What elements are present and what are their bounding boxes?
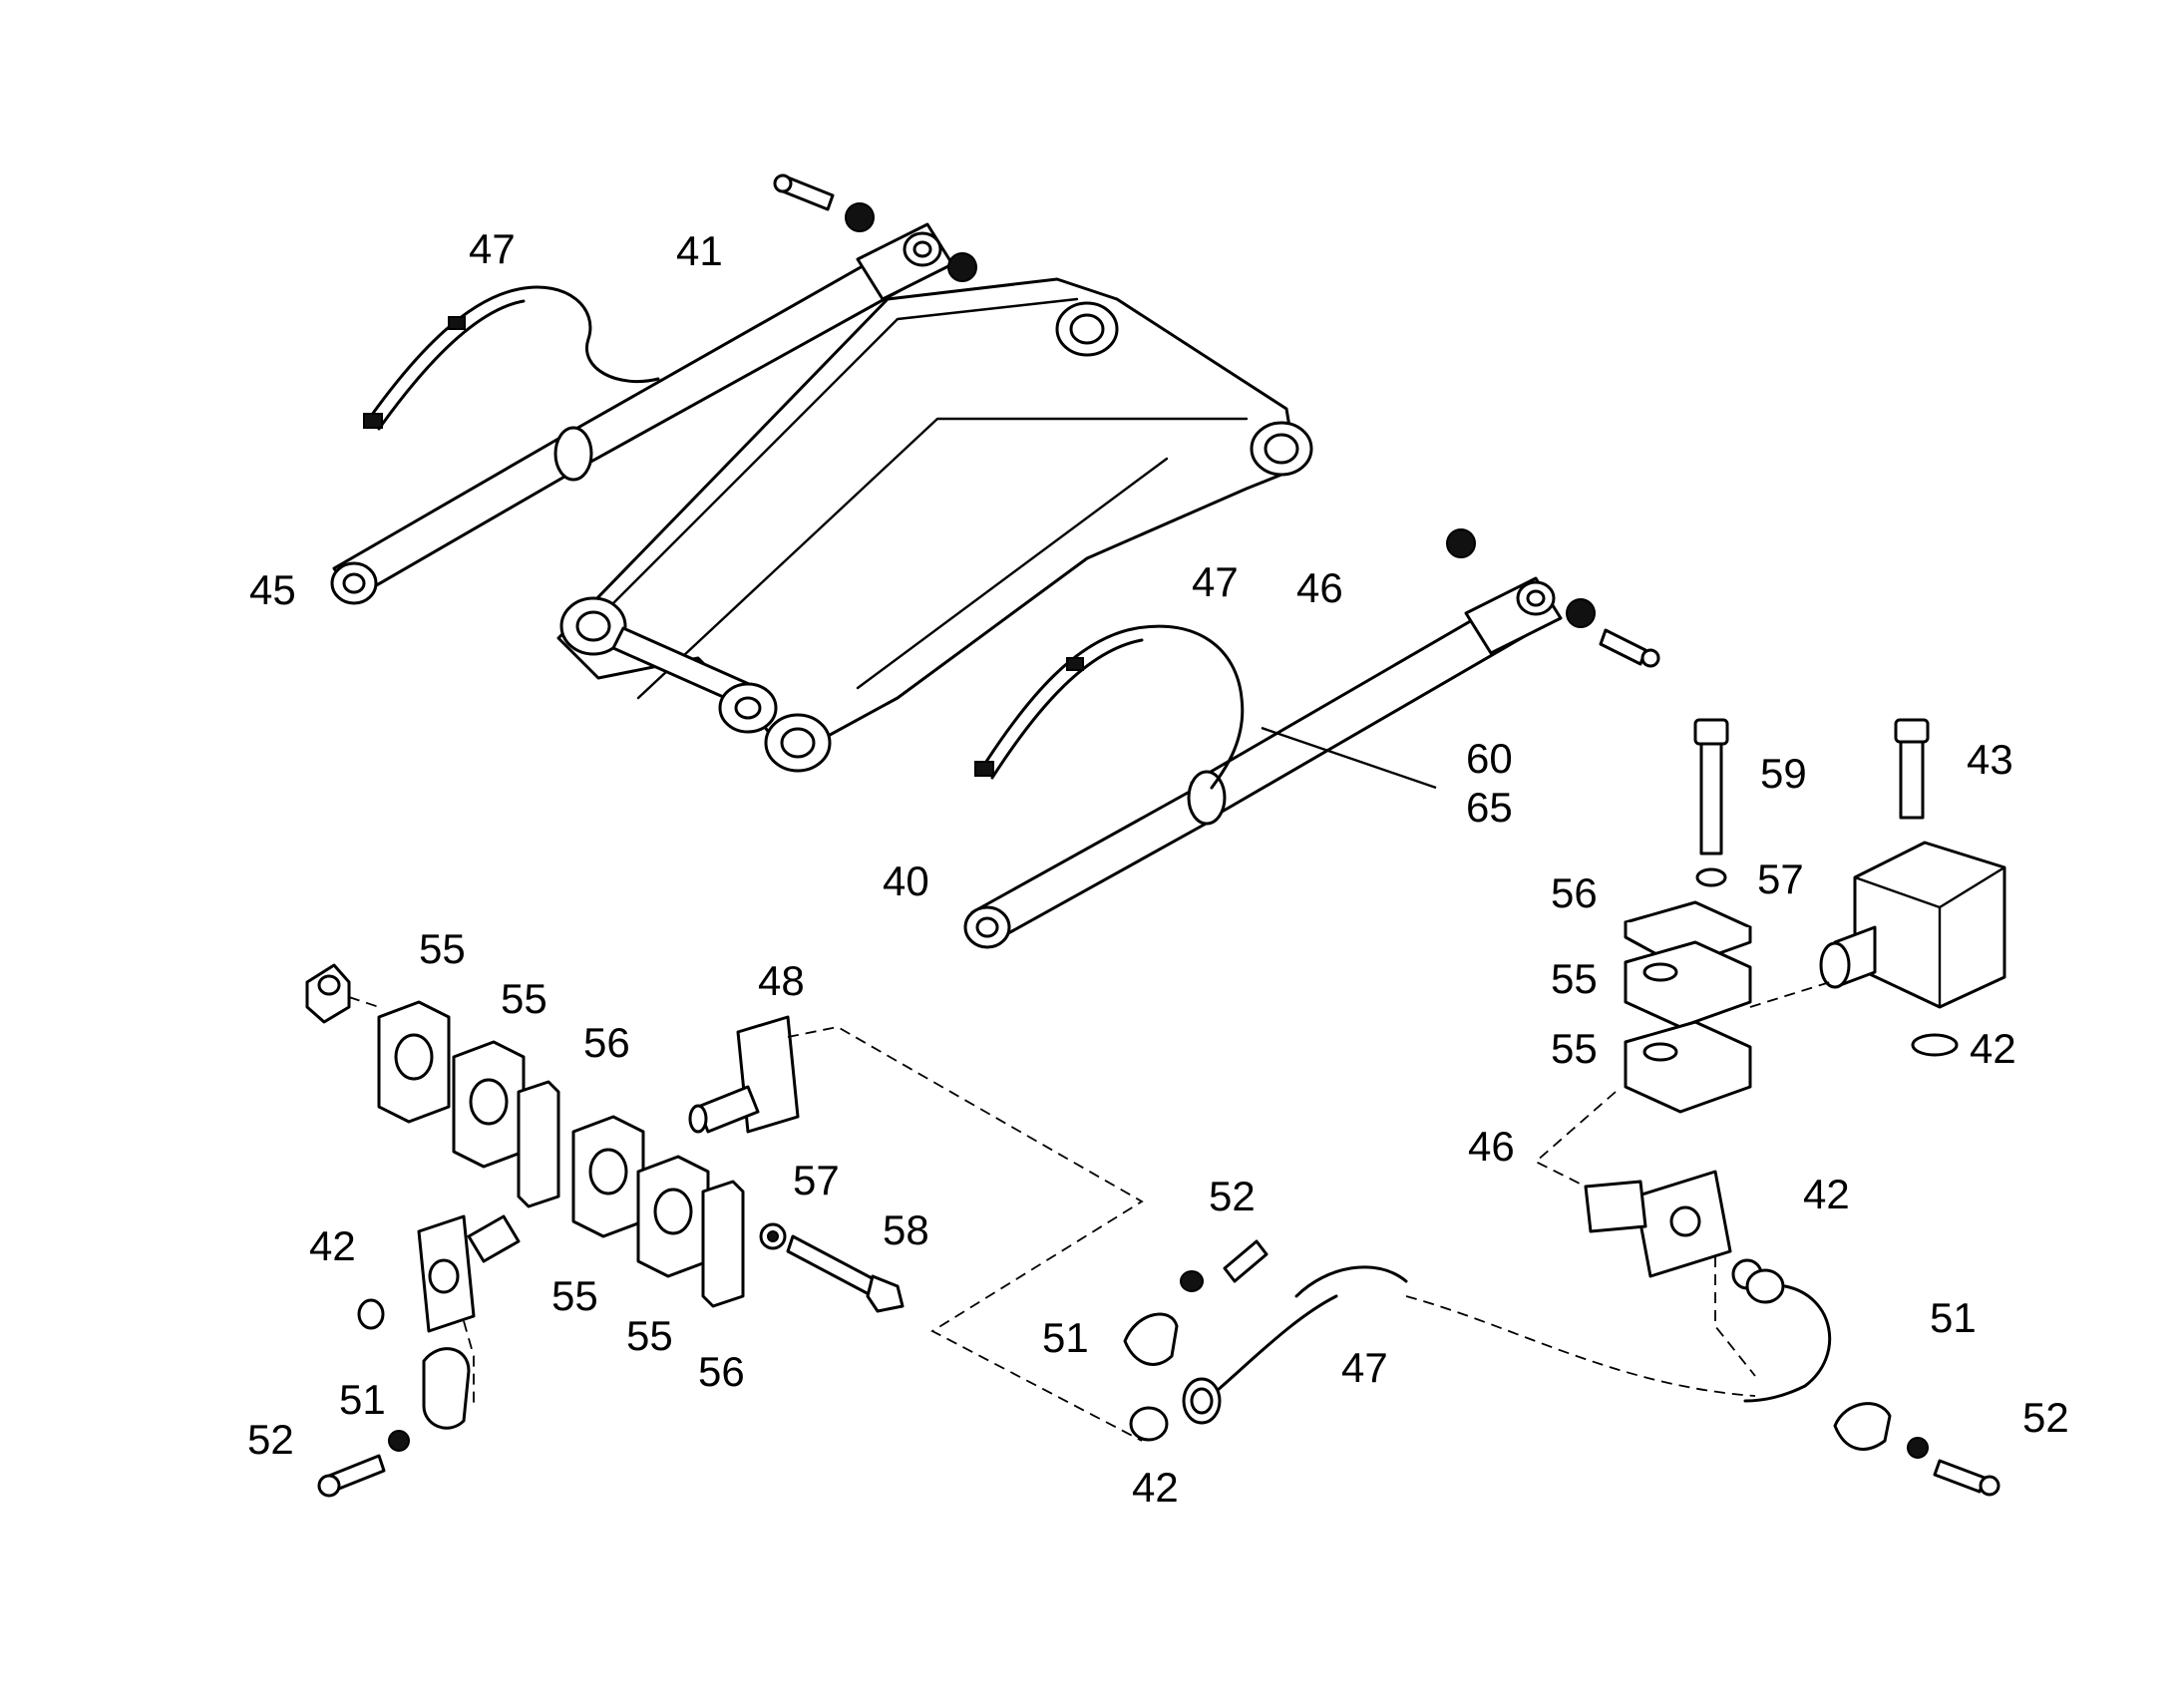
callout-47a: 47 xyxy=(469,225,516,272)
bolt-59 xyxy=(1693,718,1729,887)
callout-52a: 52 xyxy=(2022,1394,2069,1441)
clamp-block-55a xyxy=(377,1000,451,1124)
callout-52c: 52 xyxy=(1209,1173,1256,1219)
callout-47b: 47 xyxy=(1192,558,1239,605)
elbow-hose-right xyxy=(1743,1268,1832,1403)
callout-47c: 47 xyxy=(1341,1344,1388,1391)
sensor-wire-upper xyxy=(363,285,660,431)
callout-42a: 42 xyxy=(1970,1025,2016,1072)
callout-55c: 55 xyxy=(419,925,466,972)
callout-51b: 51 xyxy=(339,1376,386,1423)
callout-55f: 55 xyxy=(626,1312,673,1359)
callout-57a: 57 xyxy=(1757,855,1804,902)
dashed-line-clamp-valve xyxy=(1749,981,1831,1008)
callout-55d: 55 xyxy=(501,975,547,1022)
hydraulic-cylinder-upper xyxy=(330,222,954,605)
clamp-half-lower-55 xyxy=(1624,1020,1752,1114)
callout-42d: 42 xyxy=(1132,1464,1179,1511)
dashed-line-center-right xyxy=(1405,1295,1756,1397)
callout-59: 59 xyxy=(1760,750,1807,797)
split-flange-right xyxy=(1833,1402,2000,1497)
callout-41: 41 xyxy=(676,227,723,274)
flange-fitting-left xyxy=(357,1214,521,1333)
dashed-line-left-flange xyxy=(463,1320,475,1406)
callout-56c: 56 xyxy=(698,1348,745,1395)
dashed-line-clamp-flange xyxy=(1534,1091,1617,1188)
callout-56a: 56 xyxy=(1551,869,1598,916)
nut-55-left xyxy=(305,963,351,1024)
valve-block-43 xyxy=(1819,718,2006,1057)
split-flange-center xyxy=(1123,1239,1269,1442)
callout-57b: 57 xyxy=(793,1157,840,1203)
hydraulic-cylinder-lower xyxy=(963,576,1563,949)
callout-51c: 51 xyxy=(1042,1314,1089,1361)
callout-58: 58 xyxy=(883,1206,929,1253)
callout-52b: 52 xyxy=(247,1416,294,1463)
callout-40: 40 xyxy=(883,857,929,904)
flange-48 xyxy=(688,1015,800,1134)
clamp-block-55c xyxy=(571,1115,645,1238)
boom-arm xyxy=(556,277,1313,773)
callout-55b: 55 xyxy=(1551,1025,1598,1072)
clamp-plate-56b xyxy=(701,1180,745,1308)
clamp-plate-56a xyxy=(517,1080,560,1208)
callout-55e: 55 xyxy=(551,1272,598,1319)
washer-57-left xyxy=(759,1222,787,1250)
callout-43: 43 xyxy=(1967,736,2013,783)
callout-46b: 46 xyxy=(1468,1123,1515,1170)
callout-labels: 41 47 45 47 46 60 65 40 59 43 56 57 55 5… xyxy=(247,225,2069,1511)
pin-and-bushings-lower xyxy=(1446,528,1660,668)
clamp-half-upper-55 xyxy=(1624,940,1752,1029)
sensor-wire-lower xyxy=(974,624,1245,790)
dashed-line-left-center xyxy=(787,1026,1144,1442)
clamp-block-55d xyxy=(636,1155,710,1278)
split-flange-left xyxy=(317,1347,471,1498)
callout-65: 65 xyxy=(1466,784,1513,831)
pin-and-bushings-upper xyxy=(773,173,977,282)
callout-45: 45 xyxy=(249,566,296,613)
callout-42c: 42 xyxy=(309,1222,356,1269)
callout-55a: 55 xyxy=(1551,955,1598,1002)
clamp-block-55b xyxy=(452,1040,526,1169)
dashed-line-flange-elbow xyxy=(1714,1256,1756,1377)
dashed-line-left-stack xyxy=(348,996,380,1008)
callout-48: 48 xyxy=(758,957,805,1004)
bolt-58 xyxy=(786,1234,905,1313)
callout-60: 60 xyxy=(1466,735,1513,782)
leader-60-65 xyxy=(1261,726,1437,790)
callout-46a: 46 xyxy=(1296,564,1343,611)
callout-51a: 51 xyxy=(1930,1294,1977,1341)
hose-47 xyxy=(1182,1265,1408,1425)
callout-42b: 42 xyxy=(1803,1171,1850,1217)
flange-fitting-right xyxy=(1584,1170,1763,1290)
callout-56b: 56 xyxy=(583,1019,630,1066)
